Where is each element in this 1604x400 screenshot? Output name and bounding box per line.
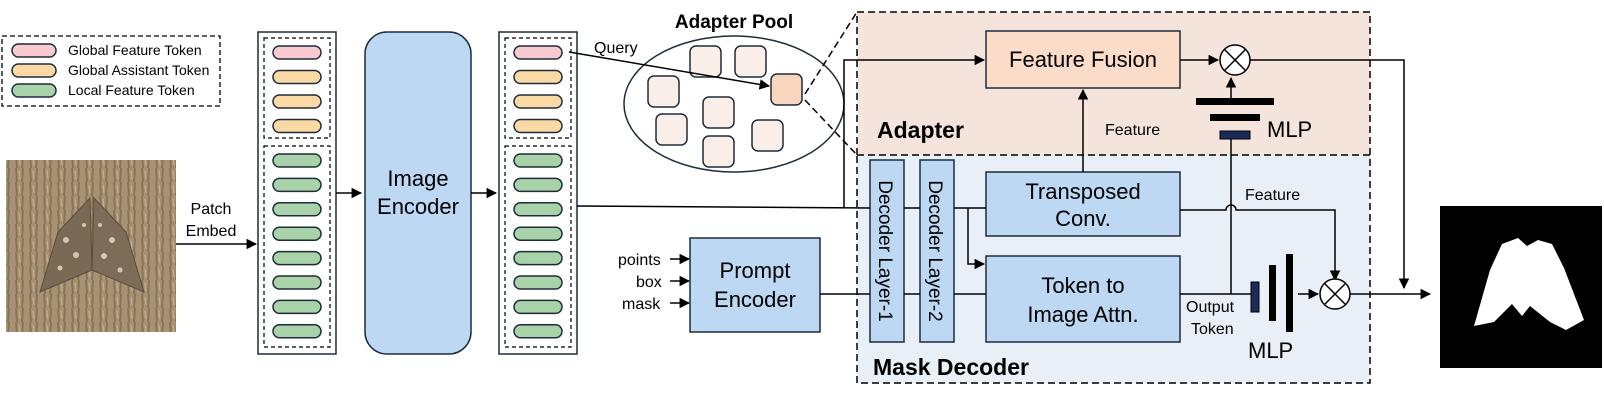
- feature-label-vertical: Feature: [1105, 122, 1160, 139]
- connections: [568, 51, 1432, 300]
- input-image-moth-right-wing: [91, 196, 145, 293]
- transposed-conv-label-2: Conv.: [1055, 206, 1111, 231]
- patch-embed-label-1: Patch: [191, 201, 232, 218]
- legend-swatch-global-feature: [11, 43, 57, 58]
- token-column-input-global-group: [263, 37, 331, 139]
- image-embedding-line: [576, 205, 871, 209]
- input-image-moth-left-wing: [39, 196, 93, 293]
- input-local-feature-token: [272, 177, 322, 193]
- input-local-feature-token: [272, 324, 322, 339]
- adapter-pool-adapter: [751, 119, 784, 152]
- adapter-region-label: Adapter: [877, 117, 964, 143]
- mask-decoder-region-label: Mask Decoder: [873, 354, 1029, 380]
- token-image-attn-box: [985, 255, 1181, 343]
- feature-fusion-box: [985, 30, 1181, 89]
- prompt-encoder-label-2: Encoder: [714, 287, 796, 312]
- output-local-feature-token: [513, 202, 563, 217]
- input-local-feature-token: [272, 153, 322, 168]
- multiply-right-cross: [1323, 282, 1347, 306]
- input-global-assistant-token: [272, 94, 322, 109]
- output-token-label-2: Token: [1191, 321, 1234, 338]
- output-global-assistant-token: [513, 69, 563, 85]
- mask-decoder-region-border: [856, 154, 1371, 384]
- legend-label-local-feature: Local Feature Token: [68, 82, 195, 98]
- image-encoder-label-1: Image: [387, 166, 448, 191]
- output-mask-shape: [1474, 238, 1584, 330]
- output-local-feature-token: [513, 153, 563, 168]
- decoder-layer-2-box: [919, 159, 955, 343]
- zoom-line-bottom: [804, 99, 858, 156]
- legend-label-global-assistant: Global Assistant Token: [68, 62, 209, 78]
- mlp-bottom-label: MLP: [1248, 338, 1293, 363]
- output-local-feature-token: [513, 226, 563, 241]
- image-encoder-box: [364, 31, 472, 355]
- image-encoder-label-2: Encoder: [377, 194, 459, 219]
- mlp-top-icon: [1196, 98, 1274, 140]
- query-arrow: [568, 51, 771, 90]
- top-multiply-to-output-line: [1250, 59, 1410, 290]
- input-global-feature-token: [272, 45, 322, 60]
- zoom-line-top: [804, 11, 858, 95]
- input-global-assistant-token: [272, 69, 322, 85]
- token-column-input: [257, 31, 337, 355]
- token-column-output-frame: [498, 31, 578, 355]
- decoder-layer-1-box: [869, 159, 905, 343]
- transposed-conv-box: [985, 171, 1181, 237]
- output-local-feature-token: [513, 324, 563, 339]
- legend-label-global-feature: Global Feature Token: [68, 42, 202, 58]
- input-local-feature-token: [272, 299, 322, 315]
- input-local-feature-token: [272, 226, 322, 241]
- output-global-assistant-token: [513, 118, 563, 134]
- dl2-branch-to-attn: [967, 208, 986, 270]
- transposed-conv-label-1: Transposed: [1025, 179, 1140, 204]
- input-image: [6, 160, 176, 332]
- output-token-label-1: Output: [1186, 299, 1235, 316]
- output-local-feature-token: [513, 299, 563, 315]
- output-global-assistant-token: [513, 94, 563, 109]
- token-column-output: [498, 31, 578, 355]
- legend: Global Feature Token Global Assistant To…: [1, 35, 221, 107]
- prompt-encoder-box: [689, 237, 821, 333]
- prompt-input-points: points: [618, 252, 661, 269]
- adapter-pool-title: Adapter Pool: [675, 12, 793, 33]
- output-local-feature-token: [513, 177, 563, 193]
- query-label: Query: [594, 40, 638, 57]
- output-global-feature-token: [513, 45, 563, 60]
- adapter-pool-selected-adapter: [770, 73, 803, 106]
- decoder-layer-2-label: Decoder Layer-2: [924, 180, 945, 322]
- output-local-feature-token: [513, 250, 563, 266]
- output-mask-image: [1440, 206, 1602, 368]
- output-local-feature-token: [513, 275, 563, 290]
- branch-to-feature-fusion: [843, 54, 986, 207]
- token-image-attn-label-2: Image Attn.: [1027, 302, 1138, 327]
- legend-swatch-local-feature: [11, 83, 57, 98]
- input-local-feature-token: [272, 250, 322, 266]
- prompt-encoder-label-1: Prompt: [720, 258, 791, 283]
- patch-embed-label-2: Embed: [186, 223, 237, 240]
- adapter-pool-adapter: [655, 113, 688, 146]
- input-global-assistant-token: [272, 118, 322, 134]
- input-local-feature-token: [272, 202, 322, 217]
- adapter-pool-adapter: [647, 75, 680, 108]
- mlp-top-label: MLP: [1267, 117, 1312, 142]
- adapter-pool-adapter: [702, 96, 735, 129]
- adapter-region-border: [856, 11, 1371, 155]
- token-column-output-global-group: [504, 37, 572, 139]
- transposed-feature-line: [1180, 204, 1341, 282]
- legend-swatch-global-assistant: [11, 63, 57, 78]
- decoder-layer-1-label: Decoder Layer-1: [874, 180, 895, 322]
- adapter-pool-adapter: [702, 135, 735, 168]
- token-image-attn-label-1: Token to: [1041, 273, 1124, 298]
- input-local-feature-token: [272, 275, 322, 290]
- prompt-input-box: box: [636, 274, 662, 291]
- adapter-pool-adapter: [734, 45, 767, 78]
- multiply-top-cross: [1223, 48, 1247, 72]
- prompt-input-mask: mask: [622, 296, 661, 313]
- feature-label-right: Feature: [1245, 187, 1300, 204]
- mlp-bottom-icon: [1250, 254, 1293, 332]
- feature-fusion-label: Feature Fusion: [1009, 47, 1157, 72]
- adapter-pool-adapter: [689, 45, 722, 78]
